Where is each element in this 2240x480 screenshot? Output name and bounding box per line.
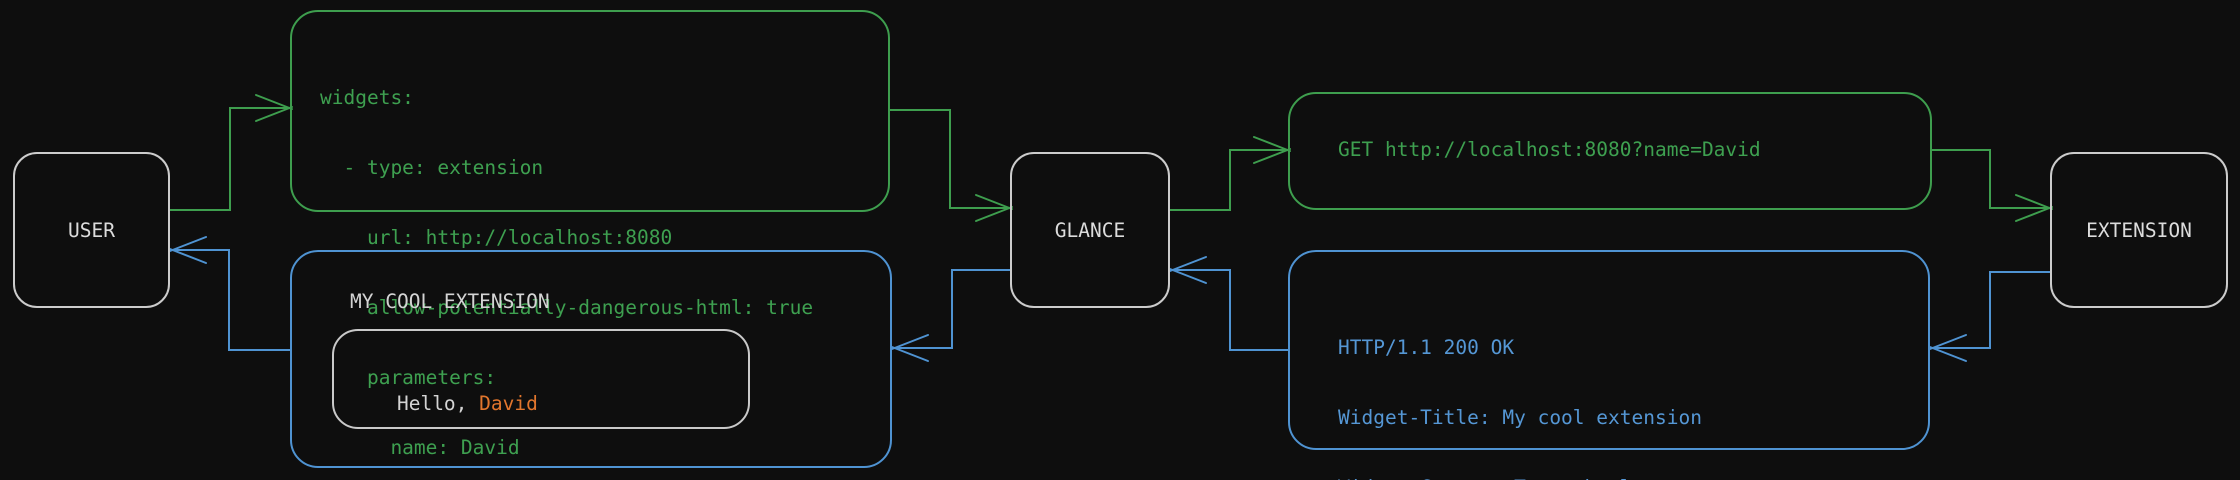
arrowhead-extension-to-response [1929, 334, 1967, 362]
wire-extension-to-response [1935, 271, 2051, 349]
glance-node: GLANCE [1010, 152, 1170, 308]
response-box [1288, 250, 1930, 450]
widget-greeting: Hello, David [350, 368, 538, 440]
arrowhead-widget-to-user [169, 236, 207, 264]
config-code: widgets: - type: extension url: http://l… [320, 40, 813, 480]
config-line: widgets: [320, 86, 414, 109]
response-code: HTTP/1.1 200 OK Widget-Title: My cool ex… [1338, 290, 1890, 480]
widget-title: MY COOL EXTENSION [350, 290, 550, 313]
arrowhead-glance-to-request [1253, 136, 1291, 164]
extension-node: EXTENSION [2050, 152, 2228, 308]
config-line: parameters: [320, 366, 497, 389]
wire-user-to-config [169, 107, 287, 211]
config-line: allow-potentially-dangerous-html: true [320, 296, 814, 319]
glance-node-label: GLANCE [1054, 218, 1126, 242]
wire-response-to-glance [1175, 269, 1289, 351]
response-line: Widget-Title: My cool extension [1338, 406, 1702, 429]
wire-glance-to-request [1169, 149, 1285, 211]
arrowhead-response-to-glance [1169, 256, 1207, 284]
request-box [1288, 92, 1932, 210]
arrowhead-user-to-config [255, 94, 293, 122]
wire-config-to-glance [889, 109, 1007, 209]
arrowhead-glance-to-widget [891, 334, 929, 362]
wire-widget-to-user [175, 249, 291, 351]
wire-request-to-extension [1931, 149, 2047, 209]
user-node: USER [13, 152, 170, 308]
config-box [290, 10, 890, 212]
arrowhead-request-to-extension [2015, 194, 2053, 222]
config-line: name: David [320, 436, 520, 459]
user-node-label: USER [68, 218, 115, 242]
wire-glance-to-widget [897, 269, 1011, 349]
extension-node-label: EXTENSION [2086, 218, 2192, 242]
arrowhead-config-to-glance [975, 194, 1013, 222]
widget-preview-box [290, 250, 892, 468]
widget-inner-box [332, 329, 750, 429]
response-line: HTTP/1.1 200 OK [1338, 336, 1515, 359]
request-text: GET http://localhost:8080?name=David [1338, 138, 1761, 161]
config-line: - type: extension [320, 156, 544, 179]
config-line: url: http://localhost:8080 [320, 226, 673, 249]
greeting-prefix: Hello, [396, 392, 480, 415]
greeting-name: David [479, 392, 538, 415]
response-line: Widget-Content-Type: html [1338, 476, 1890, 480]
